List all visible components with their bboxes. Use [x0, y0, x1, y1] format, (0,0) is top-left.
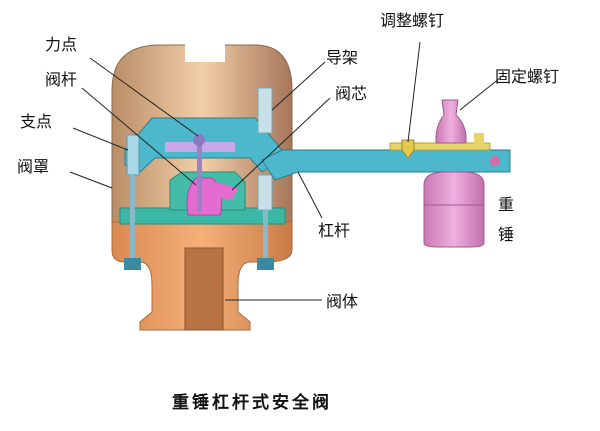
right-stud: [263, 210, 268, 260]
lever: [261, 149, 511, 181]
force-point-ball: [193, 134, 205, 146]
fixed-screw: [435, 99, 467, 144]
left-stud: [130, 175, 135, 260]
leader-line-valve-core: [231, 97, 331, 191]
fulcrum-bolt: [126, 134, 140, 176]
cover-top-opening: [185, 42, 225, 62]
weight: [423, 171, 485, 248]
valve-core-flange: [216, 182, 238, 200]
brass-post: [474, 133, 484, 145]
label-fixed-screw: 固定螺钉: [495, 67, 559, 86]
label-valve-cover: 阀罩: [17, 157, 49, 176]
leader-line-guide-frame: [271, 61, 326, 111]
label-valve-stem: 阀杆: [45, 70, 77, 89]
label-adjust-screw: 调整螺钉: [380, 11, 444, 30]
label-valve-core: 阀芯: [335, 84, 367, 103]
valve-stem: [197, 140, 202, 212]
right-nut: [257, 258, 274, 270]
label-fulcrum: 支点: [20, 112, 52, 131]
lever-pin: [490, 156, 500, 166]
guide-frame-lower: [257, 174, 273, 211]
label-guide-frame: 导架: [326, 48, 358, 67]
guide-frame: [257, 87, 273, 134]
label-force-point: 力点: [45, 35, 77, 54]
leader-line-fulcrum: [72, 127, 129, 151]
valve-core: [186, 177, 223, 216]
label-lever: 杠杆: [318, 221, 350, 240]
label-valve-body: 阀体: [326, 292, 358, 311]
leader-line-fixed-screw: [459, 77, 501, 111]
adjust-screw: [401, 139, 415, 159]
leader-line-adjust-screw: [407, 41, 421, 143]
leader-line-valve-cover: [69, 171, 113, 189]
label-weight-1: 重: [498, 195, 514, 214]
leader-line-force-point: [89, 57, 199, 137]
left-nut: [124, 258, 141, 270]
leader-line-lever: [297, 171, 323, 219]
caption: 重锤杠杆式安全阀: [172, 392, 332, 413]
leader-line-valve-stem: [81, 87, 197, 186]
valve-channel: [184, 247, 224, 331]
label-weight-2: 锤: [498, 225, 514, 244]
